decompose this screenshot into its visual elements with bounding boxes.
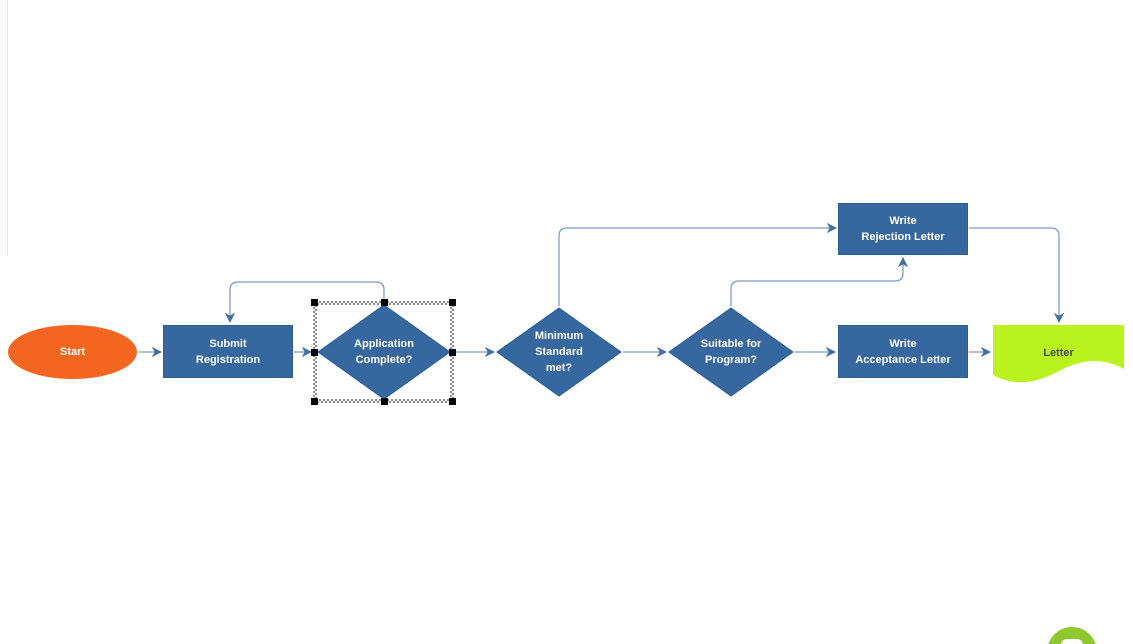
node-suitable-program[interactable]: Suitable for Program? <box>668 307 794 397</box>
node-label: Minimum Standard met? <box>534 330 584 374</box>
node-submit-registration[interactable]: Submit Registration <box>163 325 293 378</box>
selection-handle-w[interactable] <box>311 349 318 356</box>
chat-widget-button[interactable] <box>1047 627 1097 644</box>
edge-minimum-to-rejection[interactable] <box>558 222 838 306</box>
selection-handle-nw[interactable] <box>311 299 318 306</box>
panel-edge <box>0 0 8 256</box>
document-shape <box>993 325 1124 383</box>
node-label: Start <box>59 346 86 358</box>
selection-outline[interactable] <box>311 299 456 405</box>
node-minimum-standard[interactable]: Minimum Standard met? <box>496 307 622 397</box>
node-write-rejection-letter[interactable]: Write Rejection Letter <box>838 203 968 255</box>
selection-handle-se[interactable] <box>449 398 456 405</box>
selection-handle-sw[interactable] <box>311 398 318 405</box>
diamond-shape <box>496 307 622 397</box>
node-label: Write Rejection Letter <box>861 215 945 243</box>
diamond-shape <box>668 307 794 397</box>
edge-application-loop-to-submit[interactable] <box>224 281 385 324</box>
node-label: Suitable for Program? <box>700 338 762 366</box>
node-start[interactable]: Start <box>8 325 137 379</box>
selection-handle-n[interactable] <box>380 299 388 306</box>
selection-handle-e[interactable] <box>449 349 456 356</box>
edge-rejection-to-letter[interactable] <box>969 227 1065 324</box>
chat-bubble-icon <box>1061 639 1083 644</box>
node-application-complete[interactable]: Application Complete? <box>317 304 451 400</box>
node-label: Application Complete? <box>354 338 414 366</box>
node-label: Write Acceptance Letter <box>855 337 951 366</box>
selection-handle-s[interactable] <box>380 398 388 405</box>
edge-suitable-to-rejection[interactable] <box>730 256 909 306</box>
node-letter[interactable]: Letter <box>993 325 1124 389</box>
selection-handle-ne[interactable] <box>449 299 456 306</box>
node-label: Letter <box>1043 347 1074 359</box>
node-write-acceptance-letter[interactable]: Write Acceptance Letter <box>838 325 968 378</box>
node-label: Submit Registration <box>195 337 261 366</box>
